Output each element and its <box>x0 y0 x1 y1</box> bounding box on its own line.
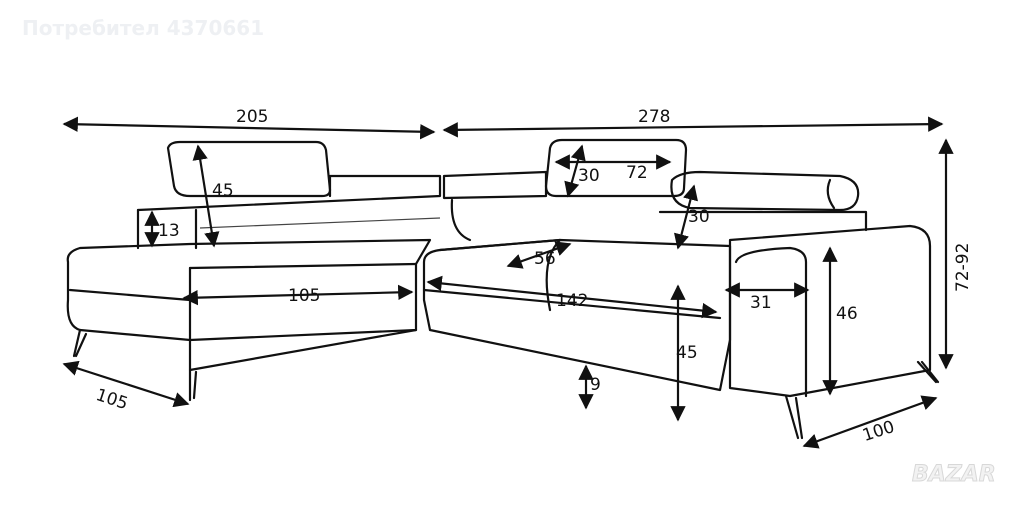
label-leg-clearance: 9 <box>590 375 601 395</box>
label-total-width-left: 205 <box>236 107 268 127</box>
label-headrest-height-left: 45 <box>212 181 234 201</box>
label-seat-depth: 56 <box>534 249 556 269</box>
bazar-logo: BAZAR <box>912 462 997 488</box>
label-armrest-height: 13 <box>158 221 180 241</box>
label-total-height: 72-92 <box>953 243 973 292</box>
dimension-labels: 205 278 45 13 30 72 30 56 105 142 31 46 … <box>93 107 973 446</box>
label-arm-width: 31 <box>750 293 772 313</box>
label-headrest-height-center: 30 <box>578 166 600 186</box>
label-chaise-seat-length: 105 <box>288 286 320 306</box>
label-headrest-width: 72 <box>626 163 648 183</box>
label-headrest-height-right: 30 <box>688 207 710 227</box>
label-chaise-depth: 105 <box>93 385 130 414</box>
label-arm-height: 46 <box>836 304 858 324</box>
label-main-seat-length: 142 <box>556 291 588 311</box>
label-total-width-right: 278 <box>638 107 670 127</box>
dimension-arrows <box>62 116 954 449</box>
user-watermark: Потребител 4370661 <box>22 16 265 40</box>
label-main-depth: 100 <box>860 417 897 446</box>
label-seat-height: 45 <box>676 343 698 363</box>
